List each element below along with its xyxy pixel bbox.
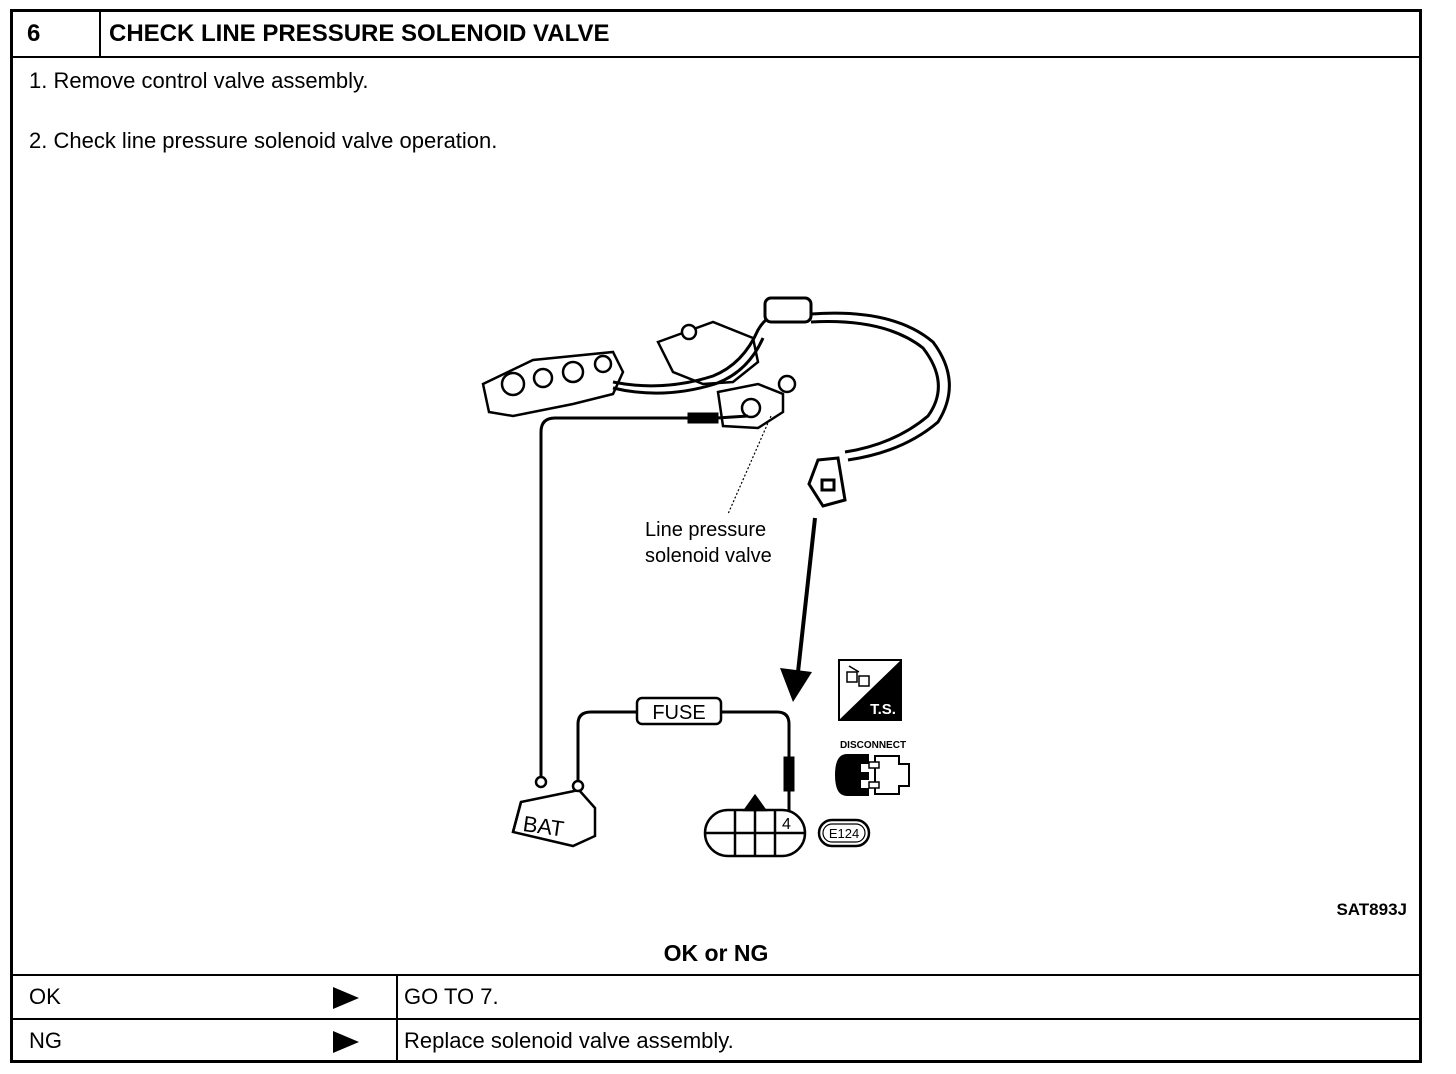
wiring-harness-drawing — [612, 296, 951, 508]
column-divider — [396, 1020, 398, 1062]
callout-label-line-1: Line pressure — [645, 519, 766, 541]
result-label-ok: OK — [29, 984, 61, 1009]
connector-pointer-arrow — [780, 517, 817, 702]
control-valve-body-drawing — [481, 320, 797, 430]
result-row-ok: OK GO TO 7. — [13, 974, 1419, 1018]
column-divider — [396, 976, 398, 1018]
disconnect-icon — [835, 754, 910, 796]
ts-tool-icon — [838, 659, 902, 721]
solenoid-test-diagram: Line pressure solenoid valve FUSE BAT — [481, 296, 951, 858]
connector-code: E124 — [829, 826, 859, 841]
fuse-circuit-wire — [576, 710, 795, 822]
battery-drawing — [511, 775, 597, 848]
result-label-ng: NG — [29, 1028, 62, 1053]
callout-leader-line — [727, 415, 772, 515]
step-number: 6 — [13, 12, 101, 56]
right-arrow-icon — [333, 1031, 359, 1053]
result-action-ok: GO TO 7. — [404, 984, 499, 1009]
connector-face-drawing — [703, 793, 807, 858]
battery-lead-wire — [539, 412, 749, 778]
battery-label: BAT — [521, 811, 565, 841]
result-row-ng: NG Replace solenoid valve assembly. — [13, 1018, 1419, 1062]
step-title: CHECK LINE PRESSURE SOLENOID VALVE — [109, 20, 610, 47]
right-arrow-icon — [333, 987, 359, 1009]
disconnect-label: DISCONNECT — [840, 740, 906, 751]
instruction-step-2: 2. Check line pressure solenoid valve op… — [29, 128, 498, 153]
result-heading: OK or NG — [663, 940, 769, 966]
callout-label-line-2: solenoid valve — [645, 545, 772, 567]
instruction-step-1: 1. Remove control valve assembly. — [29, 68, 369, 93]
ts-label: T.S. — [870, 701, 896, 718]
inspection-step-box: 6 CHECK LINE PRESSURE SOLENOID VALVE 1. … — [10, 9, 1422, 1063]
result-action-ng: Replace solenoid valve assembly. — [404, 1028, 734, 1053]
terminal-number: 4 — [782, 816, 791, 833]
fuse-label: FUSE — [652, 702, 705, 724]
step-header: 6 CHECK LINE PRESSURE SOLENOID VALVE — [13, 12, 1419, 58]
fuse-box — [635, 696, 723, 726]
connector-code-badge — [817, 818, 871, 848]
figure-code: SAT893J — [1336, 900, 1407, 919]
